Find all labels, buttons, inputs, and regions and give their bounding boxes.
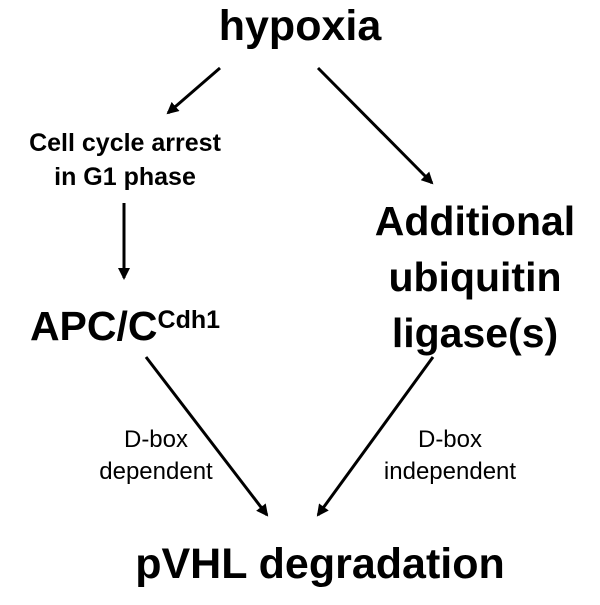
node-hypoxia: hypoxia [218, 2, 382, 50]
node-apc-main: APC/C [29, 303, 158, 349]
edge-label-dbox-independent-line-2: independent [383, 458, 517, 485]
arrow-apc-to-pvhl [144, 356, 269, 517]
arrow-ligase-to-pvhl [316, 356, 435, 517]
arrow-hypoxia-to-arrest [166, 66, 221, 115]
node-ligase-line-1: Additional [374, 198, 576, 244]
node-additional-ubiquitin-ligases: Additional ubiquitin ligase(s) [350, 193, 600, 361]
edge-label-dbox-dependent-line-2: dependent [99, 458, 213, 485]
node-cell-cycle-arrest-line-2: in G1 phase [54, 163, 196, 191]
node-cell-cycle-arrest: Cell cycle arrest in G1 phase [0, 126, 250, 194]
edge-label-dbox-dependent-line-1: D-box [123, 426, 189, 453]
node-apc-superscript: Cdh1 [157, 306, 221, 334]
edge-label-dbox-dependent: D-box dependent [76, 424, 236, 488]
edge-label-dbox-independent: D-box independent [360, 424, 540, 488]
node-pvhl-degradation: pVHL degradation [135, 540, 505, 588]
arrow-hypoxia-to-ligase [316, 66, 434, 185]
node-ligase-line-2: ubiquitin [388, 254, 562, 300]
node-cell-cycle-arrest-line-1: Cell cycle arrest [29, 129, 221, 157]
edge-label-dbox-independent-line-1: D-box [417, 426, 483, 453]
node-ligase-line-3: ligase(s) [391, 310, 559, 356]
node-apc-c-cdh1: APC/CCdh1 [10, 302, 240, 350]
